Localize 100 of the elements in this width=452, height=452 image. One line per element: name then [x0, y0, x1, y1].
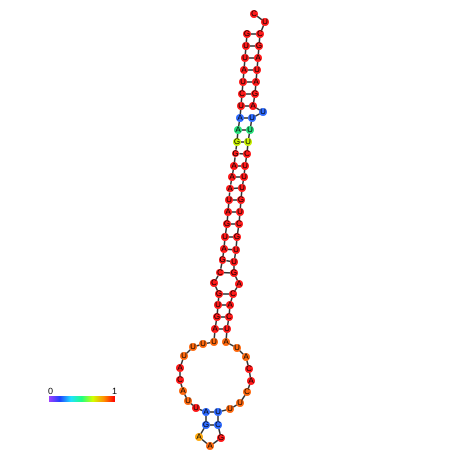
connector-line — [228, 204, 230, 208]
nucleotide-circle: A — [228, 173, 236, 181]
nucleotide-circle: U — [189, 343, 197, 351]
connector-line — [226, 216, 228, 220]
nucleotide-circle: G — [233, 233, 241, 241]
connector-line — [222, 304, 226, 306]
connector-line — [236, 228, 240, 234]
scale-tick-label: 0 — [48, 386, 54, 396]
nucleotide-circle: G — [237, 196, 245, 204]
connector-line — [248, 372, 252, 378]
nucleotide-circle: G — [217, 434, 225, 442]
nucleotide-circle: U — [192, 404, 200, 412]
nucleotide-circle: U — [241, 162, 249, 170]
nucleotide-circle: U — [214, 301, 222, 309]
connector-line — [214, 320, 218, 326]
nucleotide-circle: U — [180, 352, 188, 360]
connector-line — [226, 320, 230, 326]
connector-line — [238, 165, 242, 167]
connector-line — [248, 69, 254, 71]
nucleotide-circle: A — [226, 184, 234, 192]
nucleotide-circle: C — [210, 279, 218, 287]
connector-line — [236, 240, 238, 246]
connector-line — [240, 204, 242, 208]
connector-line — [228, 236, 234, 238]
connector-line — [179, 372, 181, 376]
connector-line — [246, 93, 252, 95]
nucleotide-circle: G — [233, 138, 241, 146]
connector-line — [256, 74, 258, 78]
connector-line — [218, 328, 224, 330]
nucleotide-circle: C — [229, 290, 237, 298]
connector-line — [224, 272, 230, 274]
nucleotide-circle: U — [259, 108, 267, 116]
nucleotide-circle: A — [240, 66, 248, 74]
connector-line — [260, 25, 264, 31]
connector-line — [233, 266, 235, 270]
connector-line — [218, 298, 220, 302]
connector-line — [236, 134, 238, 138]
nucleotide-circle: G — [251, 90, 259, 98]
nucleotide-circle: A — [249, 102, 257, 110]
nucleotide-circle: U — [210, 338, 218, 346]
nucleotide-circle: U — [214, 408, 222, 416]
connector-line — [232, 170, 234, 174]
connector-line — [239, 350, 244, 355]
nucleotide-circle: G — [232, 150, 240, 158]
connector-line — [244, 62, 246, 66]
connector-line — [226, 332, 228, 338]
nucleotide-circle: C — [256, 30, 264, 38]
nucleotide-circle: A — [230, 162, 238, 170]
connector-line — [217, 416, 219, 422]
connector-line — [205, 416, 207, 422]
nucleotide-circle: A — [211, 325, 219, 333]
nucleotide-circle: U — [232, 246, 240, 254]
connector-line — [250, 45, 256, 47]
connector-line — [234, 157, 236, 162]
nucleotide-circle: U — [226, 405, 234, 413]
nucleotide-circle: U — [221, 233, 229, 241]
nucleotide-circle: U — [244, 138, 252, 146]
nucleotide-circle: G — [255, 42, 263, 50]
nucleotide-circle: G — [215, 290, 223, 298]
connector-line — [248, 57, 254, 59]
connector-line — [244, 158, 248, 162]
connector-line — [226, 260, 230, 262]
nucleotide-circle: A — [220, 245, 228, 253]
connector-line — [222, 293, 230, 295]
connector-line — [258, 38, 260, 42]
connector-line — [240, 141, 244, 143]
scale-tick-label: 1 — [112, 386, 118, 396]
connector-line — [254, 86, 256, 90]
connector-line — [246, 146, 248, 150]
nucleotide-circle: G — [243, 30, 251, 38]
connector-line — [216, 308, 218, 314]
connector-line — [214, 332, 216, 338]
nucleotide-circle: U — [225, 196, 233, 204]
connector-line — [235, 146, 238, 150]
connector-line — [206, 342, 210, 344]
nucleotide-circle: U — [230, 258, 238, 266]
nucleotide-circle: G — [202, 421, 210, 429]
connector-line — [234, 254, 236, 258]
nucleotide-circle: C — [216, 268, 224, 276]
nucleotide-circle: A — [236, 114, 244, 122]
nucleotide-circle: G — [223, 220, 231, 228]
nucleotide-circle: G — [213, 313, 221, 321]
nucleotide-circle: C — [245, 365, 253, 373]
nucleotide-circle: U — [240, 173, 248, 181]
connector-line — [234, 187, 238, 190]
connector-line — [228, 192, 230, 196]
connector-line — [224, 240, 226, 246]
connector-line — [244, 117, 248, 119]
connector-line — [232, 199, 238, 201]
nucleotide-circle: U — [184, 397, 192, 405]
nucleotide-circle: C — [238, 90, 246, 98]
connector-line — [239, 152, 244, 155]
nucleotide-circle: C — [225, 313, 233, 321]
connector-line — [224, 228, 228, 234]
nucleotide-circle: C — [176, 376, 184, 384]
connector-line — [238, 122, 240, 126]
nucleotide-circle: U — [239, 78, 247, 86]
connector-line — [222, 252, 224, 256]
connector-line — [228, 308, 230, 314]
connector-line — [242, 129, 246, 131]
